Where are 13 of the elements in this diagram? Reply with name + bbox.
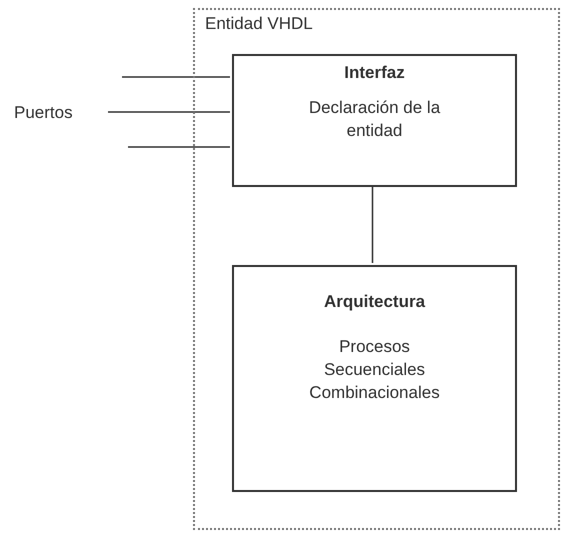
block-box — [232, 54, 517, 187]
block-heading: Interfaz — [344, 62, 405, 84]
block-description: Procesos Secuenciales Combinacionales — [308, 336, 441, 404]
block-box — [232, 265, 517, 492]
connector-line — [372, 185, 374, 263]
container-heading: Entidad VHDL — [205, 14, 313, 34]
connector-line — [108, 111, 230, 113]
block-heading: Arquitectura — [324, 291, 426, 313]
connector-line — [122, 76, 230, 78]
connector-line — [128, 146, 230, 148]
entity-container — [193, 8, 560, 530]
ports-label: Puertos — [14, 101, 108, 125]
block-description: Declaración de la entidad — [308, 96, 442, 142]
